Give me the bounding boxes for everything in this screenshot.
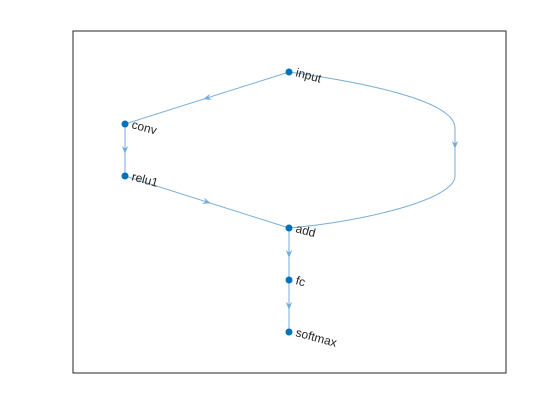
edge-arrow-input-to-conv xyxy=(203,93,212,100)
node-add xyxy=(285,224,293,232)
edge-arrow-conv-to-relu1 xyxy=(121,146,129,154)
edge-arrow-relu1-to-add xyxy=(202,197,211,204)
edge-arrow-input-to-add xyxy=(451,141,459,149)
node-label-conv: conv xyxy=(130,117,158,137)
edges-layer xyxy=(121,71,459,332)
edge-arrow-add-to-fc xyxy=(285,250,293,258)
edge-input-to-add xyxy=(288,71,456,229)
node-label-relu1: relu1 xyxy=(130,169,160,190)
node-label-add: add xyxy=(294,221,317,240)
node-label-input: input xyxy=(294,65,323,85)
node-conv xyxy=(121,120,129,128)
node-input xyxy=(285,68,293,76)
node-relu1 xyxy=(121,172,129,180)
node-label-fc: fc xyxy=(294,273,307,289)
edge-arrow-fc-to-softmax xyxy=(285,302,293,310)
node-softmax xyxy=(285,328,293,336)
node-fc xyxy=(285,276,293,284)
nodes-layer xyxy=(121,68,293,336)
